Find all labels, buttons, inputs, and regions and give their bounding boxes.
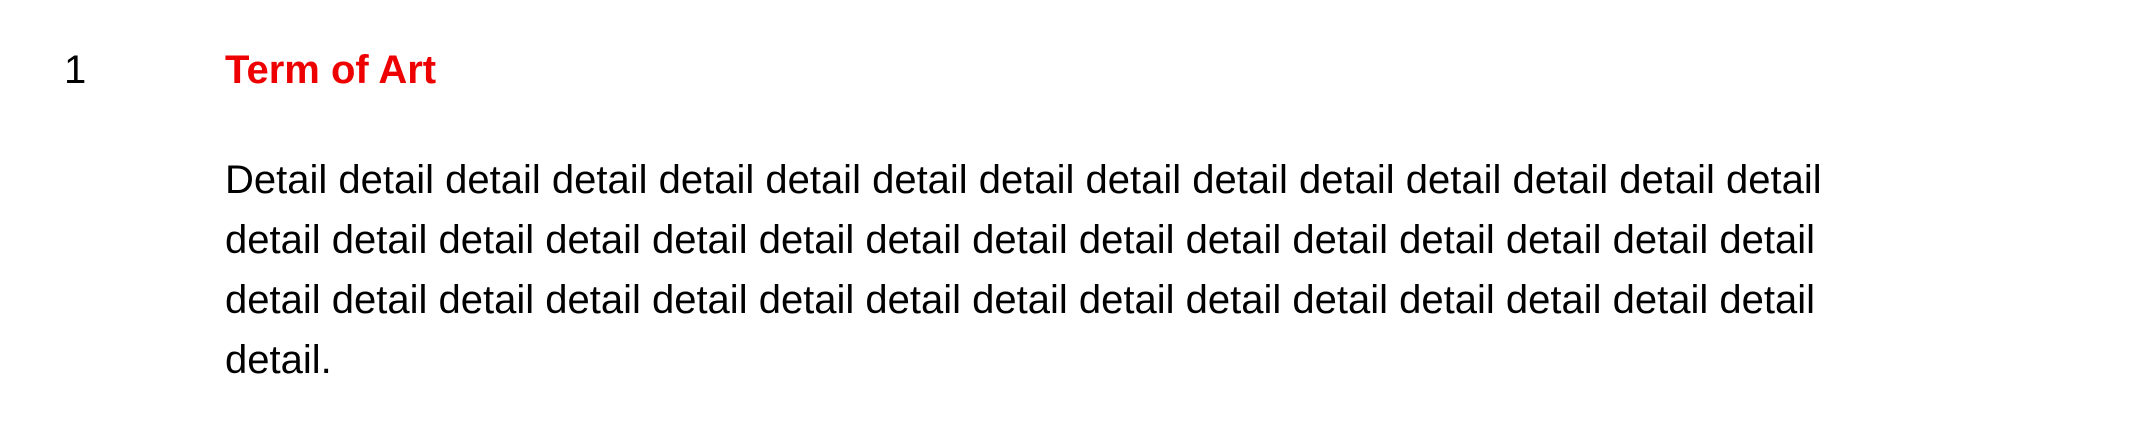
- body-line: Detail detail detail detail detail detai…: [225, 158, 1822, 202]
- body-line: detail detail detail detail detail detai…: [225, 278, 1815, 322]
- section-heading: Term of Art: [225, 48, 437, 92]
- section-body: Detail detail detail detail detail detai…: [225, 150, 2125, 390]
- body-line: detail detail detail detail detail detai…: [225, 218, 1815, 262]
- body-line: detail.: [225, 338, 332, 382]
- section-number: 1: [64, 48, 87, 92]
